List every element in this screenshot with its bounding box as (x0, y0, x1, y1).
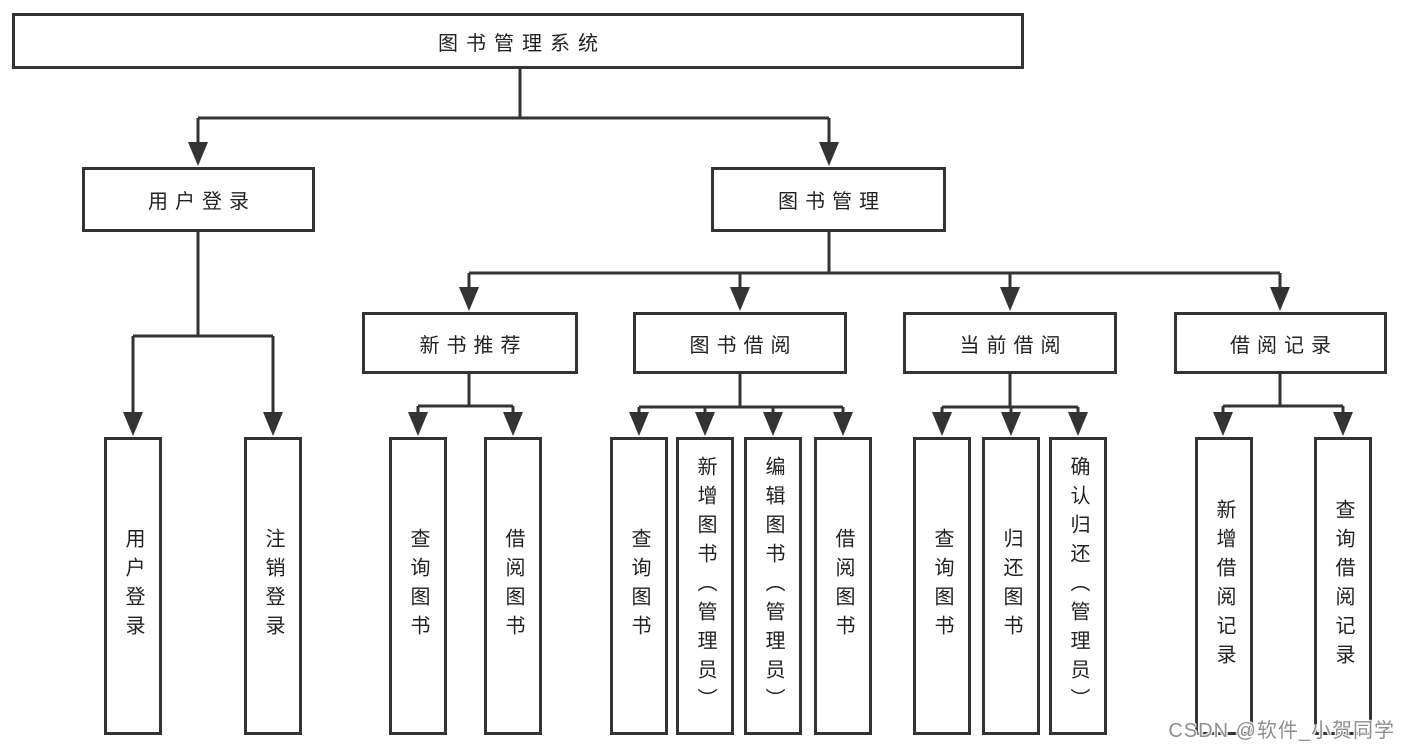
node-borrow-records: 借阅记录 (1174, 312, 1387, 374)
leaf-logout-label: 注销登录 (262, 528, 284, 644)
leaf-edit-book-admin-label: 编辑图书（管理员） (762, 455, 784, 717)
leaf-query-borrow-record-label: 查询借阅记录 (1332, 499, 1354, 673)
leaf-user-login-label: 用户登录 (122, 528, 144, 644)
leaf-logout: 注销登录 (244, 437, 302, 735)
leaf-query-books-borrowing: 查询图书 (610, 437, 668, 735)
leaf-borrow-books-recommend-label: 借阅图书 (502, 528, 524, 644)
leaf-add-borrow-record-label: 新增借阅记录 (1213, 499, 1235, 673)
leaf-add-book-admin: 新增图书（管理员） (676, 437, 734, 735)
leaf-query-borrow-record: 查询借阅记录 (1314, 437, 1372, 735)
leaf-borrow-books-borrowing-label: 借阅图书 (832, 528, 854, 644)
node-library-system: 图书管理系统 (12, 13, 1024, 69)
node-library-system-label: 图书管理系统 (438, 32, 606, 55)
node-book-borrowing: 图书借阅 (633, 312, 847, 374)
leaf-edit-book-admin: 编辑图书（管理员） (744, 437, 802, 735)
node-book-management-label: 图书管理 (778, 191, 886, 213)
leaf-add-book-admin-label: 新增图书（管理员） (694, 455, 716, 717)
node-book-borrowing-label: 图书借阅 (689, 334, 798, 357)
leaf-add-borrow-record: 新增借阅记录 (1195, 437, 1253, 735)
node-current-borrowing-label: 当前借阅 (959, 334, 1068, 357)
node-current-borrowing: 当前借阅 (903, 312, 1117, 374)
connector-paths (131, 69, 1345, 416)
leaf-query-books-current: 查询图书 (913, 437, 971, 735)
node-user-login-label: 用户登录 (148, 191, 256, 213)
leaf-borrow-books-borrowing: 借阅图书 (814, 437, 872, 735)
leaf-confirm-return-admin-label: 确认归还（管理员） (1067, 455, 1089, 717)
leaf-query-books-current-label: 查询图书 (931, 528, 953, 644)
arrowheads (123, 142, 1353, 436)
leaf-return-book-label: 归还图书 (1000, 528, 1022, 644)
leaf-user-login: 用户登录 (104, 437, 162, 735)
leaf-query-books-recommend-label: 查询图书 (407, 528, 429, 644)
node-book-management: 图书管理 (711, 167, 946, 232)
leaf-confirm-return-admin: 确认归还（管理员） (1049, 437, 1107, 735)
leaf-return-book: 归还图书 (982, 437, 1040, 735)
node-borrow-records-label: 借阅记录 (1230, 334, 1338, 357)
node-user-login: 用户登录 (82, 167, 315, 232)
leaf-query-books-borrowing-label: 查询图书 (628, 528, 650, 644)
leaf-query-books-recommend: 查询图书 (389, 437, 447, 735)
watermark: CSDN @软件_小贺同学 (1168, 720, 1395, 742)
node-new-book-recommend-label: 新书推荐 (419, 334, 528, 357)
leaf-borrow-books-recommend: 借阅图书 (484, 437, 542, 735)
node-new-book-recommend: 新书推荐 (362, 312, 578, 374)
